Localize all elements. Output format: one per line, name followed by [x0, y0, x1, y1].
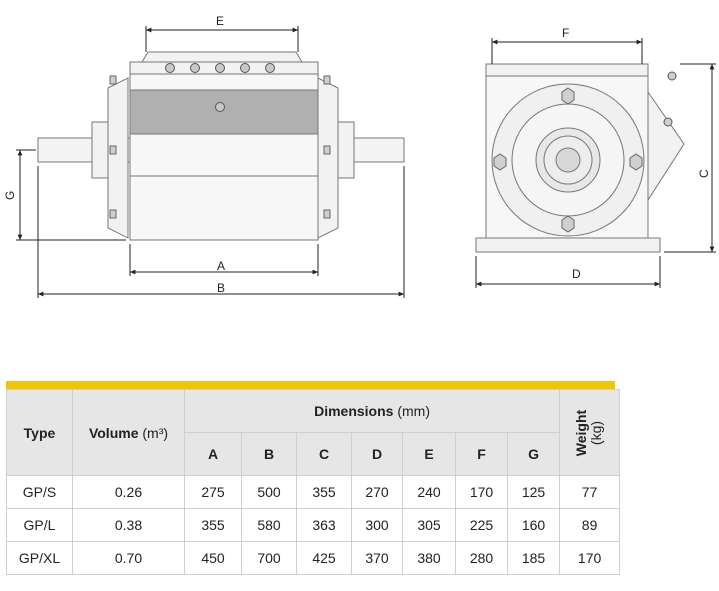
cell-dim-g: 160 [506, 508, 561, 542]
header-weight: Weight(kg) [559, 389, 621, 476]
technical-drawing: E A B G F D C [3, 14, 716, 298]
cell-volume: 0.38 [72, 508, 185, 542]
dim-label-c: C [697, 169, 711, 178]
cell-dim-d: 370 [351, 541, 403, 575]
header-dim-g: G [506, 432, 561, 476]
dim-label-f: F [562, 26, 569, 40]
cell-dim-a: 355 [184, 508, 242, 542]
cell-dim-f: 170 [455, 475, 508, 509]
cell-dim-c: 425 [296, 541, 352, 575]
cell-dim-b: 700 [241, 541, 297, 575]
header-dim-d: D [351, 432, 403, 476]
cell-dim-e: 240 [402, 475, 456, 509]
front-view [475, 63, 685, 253]
cell-dim-b: 500 [241, 475, 297, 509]
header-volume: Volume (m³) [72, 389, 185, 476]
cell-dim-c: 355 [296, 475, 352, 509]
spec-table-container: Type Volume (m³) Dimensions (mm) Weight(… [6, 381, 621, 575]
cell-dim-d: 270 [351, 475, 403, 509]
header-dim-a: A [184, 432, 242, 476]
cell-volume: 0.26 [72, 475, 185, 509]
header-dim-f: F [455, 432, 508, 476]
cell-weight: 170 [559, 541, 621, 575]
cell-weight: 77 [559, 475, 621, 509]
cell-dim-g: 125 [506, 475, 561, 509]
cell-dim-e: 380 [402, 541, 456, 575]
cell-volume: 0.70 [72, 541, 185, 575]
cell-dim-c: 363 [296, 508, 352, 542]
cell-dim-f: 225 [455, 508, 508, 542]
dim-label-b: B [217, 281, 225, 295]
dim-label-a: A [217, 259, 225, 273]
cell-dim-b: 580 [241, 508, 297, 542]
dim-label-e: E [216, 14, 224, 28]
header-dimensions: Dimensions (mm) [183, 389, 561, 433]
cell-type: GP/S [6, 475, 73, 509]
header-dim-b: B [241, 432, 297, 476]
dim-label-g: G [3, 191, 17, 200]
cell-dim-f: 280 [455, 541, 508, 575]
table-accent-bar [6, 381, 615, 389]
header-dim-e: E [402, 432, 456, 476]
cell-dim-a: 275 [184, 475, 242, 509]
cell-dim-a: 450 [184, 541, 242, 575]
cell-dim-e: 305 [402, 508, 456, 542]
cell-type: GP/XL [6, 541, 73, 575]
header-type: Type [6, 389, 73, 476]
cell-weight: 89 [559, 508, 621, 542]
cell-dim-d: 300 [351, 508, 403, 542]
cell-dim-g: 185 [506, 541, 561, 575]
side-view [37, 51, 405, 241]
cell-type: GP/L [6, 508, 73, 542]
header-dim-c: C [296, 432, 352, 476]
spec-table: Type Volume (m³) Dimensions (mm) Weight(… [6, 389, 621, 575]
dim-label-d: D [572, 267, 581, 281]
